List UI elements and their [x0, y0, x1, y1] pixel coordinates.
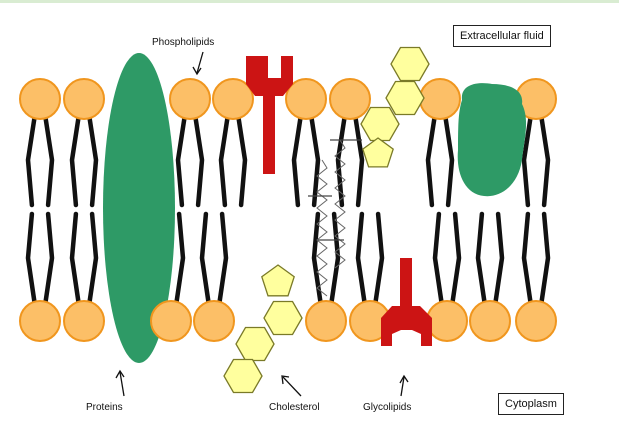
phospholipid-head	[150, 300, 192, 342]
phospholipid-head	[63, 300, 105, 342]
phospholipid-heads	[19, 78, 557, 342]
lipid-tail	[87, 114, 99, 208]
cholesterol-upper	[360, 46, 430, 168]
lipid-tail	[539, 211, 551, 306]
cholesterol-tail	[316, 159, 328, 297]
lipid-tail	[521, 211, 533, 306]
lipid-tail	[43, 114, 55, 208]
top-accent-bar	[0, 0, 619, 3]
phospholipid-head	[19, 300, 61, 342]
lipid-tail	[69, 211, 81, 306]
phospholipid-head	[329, 78, 371, 120]
lipid-tail	[69, 114, 81, 208]
lipid-tail	[443, 114, 455, 208]
lipid-tail	[236, 114, 248, 208]
lipid-tail	[373, 211, 385, 306]
cholesterol-ring	[385, 80, 425, 116]
cholesterol-tail	[334, 139, 346, 269]
phospholipid-head	[169, 78, 211, 120]
phospholipid-head	[285, 78, 327, 120]
lipid-tail	[493, 211, 505, 306]
extracellular-fluid-label: Extracellular fluid	[453, 25, 551, 47]
phospholipid-head	[426, 300, 468, 342]
glycolipids-label: Glycolipids	[363, 402, 412, 413]
lipid-tail	[539, 114, 551, 208]
lipid-tail	[218, 114, 230, 208]
cholesterol-ring	[360, 106, 400, 142]
cholesterol-ring	[362, 137, 394, 168]
lipid-tail	[425, 114, 437, 208]
cholesterol-ring	[235, 326, 275, 362]
lipid-tail	[174, 211, 186, 306]
lipid-tail	[353, 114, 365, 208]
cholesterol-tails	[308, 139, 362, 297]
cytoplasm-label: Cytoplasm	[498, 393, 564, 415]
lipid-tails	[25, 114, 551, 306]
callout-arrows	[115, 51, 409, 397]
phospholipid-head	[63, 78, 105, 120]
cholesterol-ring	[261, 264, 295, 297]
phospholipid-head	[193, 300, 235, 342]
lipid-tail	[43, 211, 55, 306]
glycolipid-lower	[381, 258, 432, 346]
lipid-tail	[25, 114, 37, 208]
phospholipids-label: Phospholipids	[152, 37, 215, 48]
glycolipid-upper	[246, 56, 293, 174]
phospholipid-head	[305, 300, 347, 342]
lipid-tail	[335, 114, 347, 208]
cholesterol-ring	[390, 46, 430, 82]
lipid-tail	[355, 211, 367, 306]
lipid-tail	[87, 211, 99, 306]
phospholipid-head	[419, 78, 461, 120]
lipid-tail	[199, 211, 211, 306]
cholesterol-label: Cholesterol	[269, 402, 320, 413]
proteins-label: Proteins	[86, 402, 123, 413]
cholesterol-ring	[223, 358, 263, 394]
cholesterol-lower	[223, 264, 303, 394]
lipid-tail	[175, 114, 187, 208]
lipid-tail	[309, 114, 321, 208]
lipid-tail	[432, 211, 444, 306]
lipid-tail	[311, 211, 323, 306]
lipid-tail	[193, 114, 205, 208]
transmembrane-protein	[103, 53, 175, 363]
lipid-tail	[291, 114, 303, 208]
lipid-tail	[25, 211, 37, 306]
lipid-tail	[475, 211, 487, 306]
phospholipid-head	[19, 78, 61, 120]
phospholipid-head	[515, 300, 557, 342]
phospholipid-head	[469, 300, 511, 342]
phospholipid-head	[212, 78, 254, 120]
lipid-tail	[217, 211, 229, 306]
lipid-tail	[450, 211, 462, 306]
peripheral-protein	[457, 83, 527, 197]
cholesterol-ring	[263, 300, 303, 336]
lipid-tail	[521, 114, 533, 208]
lipid-tail	[329, 211, 341, 306]
